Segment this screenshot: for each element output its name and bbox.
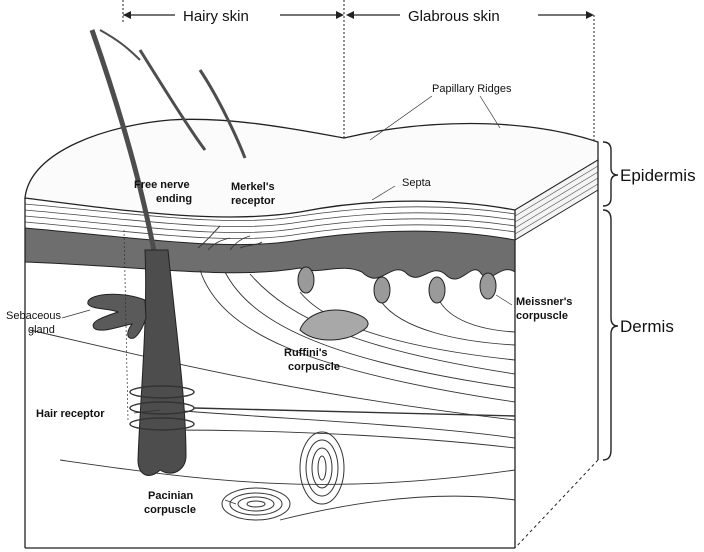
free-nerve-ending-label-2: ending (156, 193, 192, 205)
ruffini-corpuscle (300, 310, 368, 340)
papillary-ridges-label: Papillary Ridges (432, 83, 512, 95)
ruffini-corpuscle-label-1: Ruffini's (284, 347, 328, 359)
free-nerve-ending-label-1: Free nerve (134, 179, 190, 191)
hairy-skin-header: Hairy skin (183, 8, 249, 25)
glabrous-skin-header: Glabrous skin (408, 8, 500, 25)
dermal-papillae-band (25, 228, 515, 279)
septa-label: Septa (402, 177, 432, 189)
merkels-receptor-label-1: Merkel's (231, 181, 275, 193)
meissner-corpuscle-1 (298, 267, 314, 293)
pacinian-corpuscle-upper (300, 432, 344, 504)
ruffini-corpuscle-label-2: corpuscle (288, 361, 340, 373)
skin-surface (25, 119, 598, 217)
sebaceous-gland (88, 294, 146, 338)
pacinian-corpuscle-lower (222, 488, 290, 520)
sebaceous-gland-label-1: Sebaceous (6, 310, 62, 322)
meissner-corpuscle-label-1: Meissner's (516, 296, 572, 308)
hair-shaft (138, 250, 186, 475)
meissner-corpuscle-2 (374, 277, 390, 303)
meissner-corpuscle-3 (429, 277, 445, 303)
epidermis-label: Epidermis (620, 166, 696, 185)
sebaceous-gland-label-2: gland (28, 324, 55, 336)
layer-braces (603, 142, 618, 460)
pacinian-corpuscle-label-1: Pacinian (148, 490, 194, 502)
hair-receptor-label: Hair receptor (36, 408, 105, 420)
dermis-label: Dermis (620, 317, 674, 336)
merkels-receptor-label-2: receptor (231, 195, 276, 207)
pacinian-corpuscle-label-2: corpuscle (144, 504, 196, 516)
meissner-corpuscle-4 (480, 273, 496, 299)
meissner-corpuscle-label-2: corpuscle (516, 310, 568, 322)
